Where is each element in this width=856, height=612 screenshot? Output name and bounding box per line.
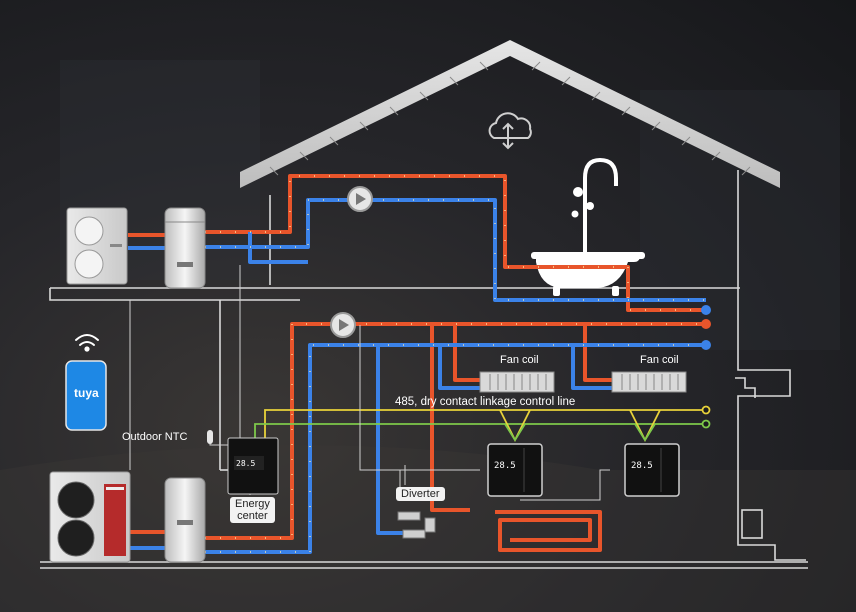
hot-water-pipes: [128, 174, 706, 552]
pipe-flow-dots: [205, 175, 706, 553]
energy-center-panel: [227, 437, 279, 495]
wiring-lines: [129, 265, 610, 501]
diverter-valves: [397, 511, 436, 539]
water-tank-lower: [164, 477, 206, 563]
thermostat-right-temp: 28.5: [631, 461, 653, 471]
water-tank-upper: [164, 207, 206, 289]
thermostat-left: [487, 443, 543, 497]
fan-coil-label-left: Fan coil: [500, 354, 539, 366]
energy-center-temp: 28.5: [236, 459, 256, 468]
control-signal-lines: [254, 405, 711, 443]
pump-icon: [347, 186, 373, 212]
thermostat-left-temp: 28.5: [494, 461, 516, 471]
outdoor-ntc-label: Outdoor NTC: [122, 431, 188, 443]
thermostat-right: [624, 443, 680, 497]
fan-coil-unit-right: [611, 371, 687, 393]
wifi-icon: [75, 334, 99, 352]
fan-coil-label-right: Fan coil: [640, 354, 679, 366]
house-outline: [40, 170, 808, 569]
control-line-label: 485, dry contact linkage control line: [395, 396, 576, 408]
heat-pump-unit-upper: [66, 207, 128, 285]
bathtub-icon: [531, 157, 645, 296]
cloud-sync-icon: [488, 112, 532, 150]
energy-center-label: Energy center: [230, 497, 275, 523]
pump-icon-lower: [330, 312, 356, 338]
fan-coil-unit-left: [479, 371, 555, 393]
tuya-logo: tuya: [74, 386, 99, 400]
pipe-end-caps: [701, 305, 711, 350]
roof: [240, 40, 780, 188]
outdoor-ntc-sensor: [207, 430, 213, 444]
heat-pump-unit-lower: [49, 471, 131, 563]
diverter-label: Diverter: [396, 487, 445, 501]
smartphone: [65, 360, 107, 431]
